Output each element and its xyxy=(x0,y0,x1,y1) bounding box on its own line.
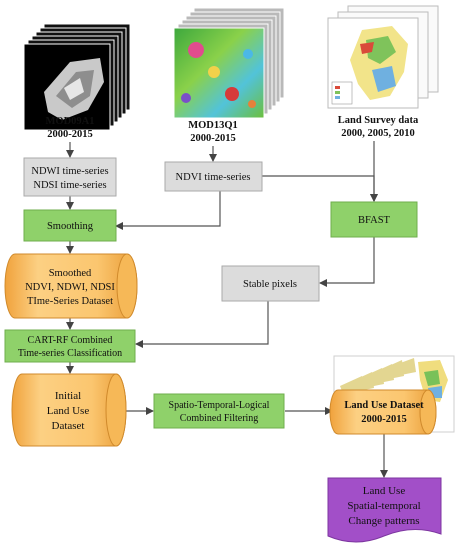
bfast-label: BFAST xyxy=(358,215,390,226)
smoothed-dataset-label: TIme-Series Dataset xyxy=(27,296,113,307)
smoothing-box xyxy=(23,209,117,242)
change-land-use-label: Land Use xyxy=(363,485,406,497)
stable-pixels-label: Stable pixels xyxy=(243,279,297,290)
initial-land-use-label: Land Use xyxy=(47,405,90,417)
arrow-stable-to-cart xyxy=(135,301,269,348)
mod09a1-image-stack xyxy=(23,23,131,131)
change-spatial-temporal-label: Spatial-temporal xyxy=(347,500,420,512)
bfast-box xyxy=(330,201,418,238)
filtering-label: Spatio-Temporal-Logical xyxy=(169,400,270,411)
ndvi-box xyxy=(164,161,263,192)
arrow-ndvi-to-smoothing xyxy=(115,191,221,230)
stable-pixels-box xyxy=(221,265,320,302)
initial-dataset-label: Dataset xyxy=(52,420,85,432)
connectors xyxy=(66,141,388,478)
filtering-box xyxy=(153,393,285,429)
arrow-ndvi-to-bfast xyxy=(262,175,378,202)
change-patterns-box xyxy=(327,477,442,543)
mod09a1-name: MOD09A1 xyxy=(46,116,95,127)
filtering-combined-label: Combined Filtering xyxy=(180,413,259,424)
initial-dataset-cylinder xyxy=(11,373,127,447)
smoothing-label: Smoothing xyxy=(47,221,94,232)
mod13q1-years: 2000-2015 xyxy=(190,133,236,144)
mod09a1-years: 2000-2015 xyxy=(47,129,93,140)
final-dataset-label: Land Use Dataset xyxy=(344,400,424,411)
cart-rf-label: CART-RF Combined xyxy=(28,335,113,346)
ndwi-ndsi-box xyxy=(23,157,117,197)
smoothed-label: Smoothed xyxy=(49,268,92,279)
initial-label: Initial xyxy=(55,390,81,402)
land-survey-name: Land Survey data xyxy=(338,115,419,126)
land-survey-years: 2000, 2005, 2010 xyxy=(341,128,415,139)
arrow-bfast-to-stable xyxy=(319,237,375,287)
cart-rf-classification-label: Time-series Classification xyxy=(18,348,122,359)
smoothed-indices-label: NDVI, NDWI, NDSI xyxy=(25,282,115,293)
ndwi-label: NDWI time-series xyxy=(31,166,108,177)
change-patterns-label: Change patterns xyxy=(348,515,419,527)
ndvi-label: NDVI time-series xyxy=(176,172,251,183)
final-dataset-cylinder xyxy=(329,389,437,435)
cart-rf-box xyxy=(4,329,136,363)
final-dataset-years: 2000-2015 xyxy=(361,414,407,425)
ndsi-label: NDSI time-series xyxy=(33,180,106,191)
mod13q1-name: MOD13Q1 xyxy=(188,120,238,131)
mod13q1-image-stack xyxy=(173,7,285,119)
smoothed-dataset-cylinder xyxy=(4,253,138,319)
land-survey-map-stack xyxy=(327,5,439,109)
